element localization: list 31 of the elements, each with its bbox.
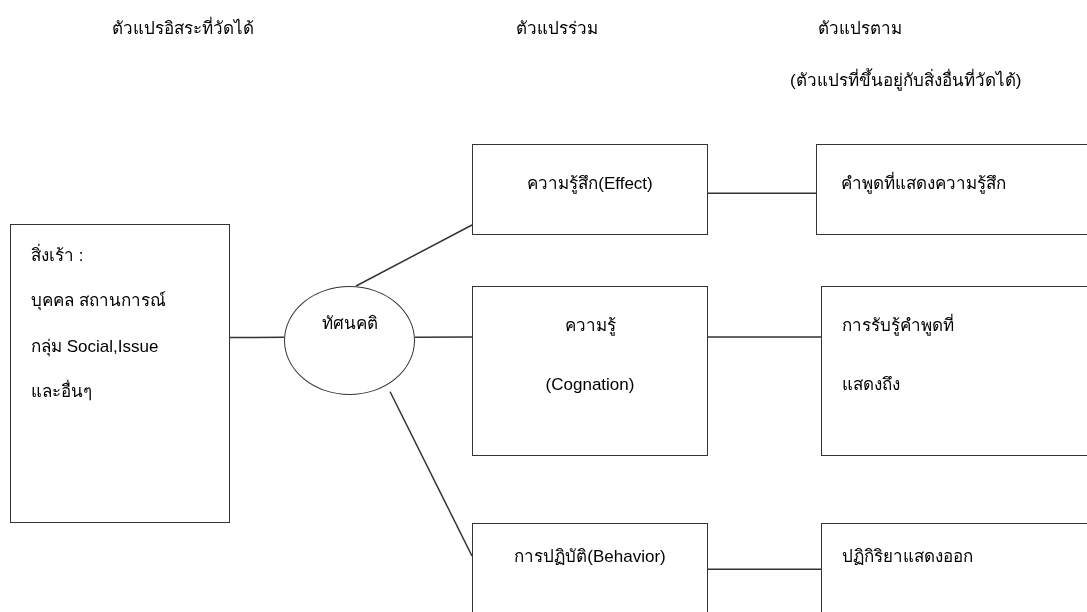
variable-box bbox=[472, 523, 708, 612]
node-text: กลุ่ม Social,Issue bbox=[31, 335, 159, 357]
connector-line bbox=[707, 568, 822, 570]
node-text: บุคคล สถานการณ์ bbox=[31, 290, 166, 312]
variable-box bbox=[472, 144, 708, 235]
variable-box bbox=[821, 523, 1087, 612]
variable-box bbox=[10, 224, 230, 523]
column-heading: ตัวแปรตาม bbox=[818, 18, 902, 40]
node-text: การปฏิบัติ(Behavior) bbox=[514, 546, 666, 568]
column-heading: (ตัวแปรที่ขึ้นอยู่กับสิ่งอื่นที่วัดได้) bbox=[790, 68, 1022, 94]
node-text: และอื่นๆ bbox=[31, 380, 92, 402]
connector-line bbox=[355, 224, 473, 287]
variable-box bbox=[472, 286, 708, 456]
connector-line bbox=[707, 192, 817, 194]
node-text: ปฏิกิริยาแสดงออก bbox=[842, 546, 973, 568]
node-text: การรับรู้คำพูดที่ bbox=[842, 315, 954, 337]
node-text: สิ่งเร้า : bbox=[31, 245, 84, 267]
node-text: ความรู้ bbox=[564, 315, 616, 337]
connector-line bbox=[707, 336, 822, 338]
column-heading: ตัวแปรอิสระที่วัดได้ bbox=[112, 16, 254, 42]
connector-line bbox=[414, 336, 473, 338]
connector-line bbox=[389, 391, 473, 557]
connector-line bbox=[229, 336, 285, 339]
variable-box bbox=[816, 144, 1087, 235]
variable-box bbox=[821, 286, 1087, 456]
node-text: (Cognation) bbox=[545, 374, 635, 396]
node-text: คำพูดที่แสดงความรู้สึก bbox=[841, 173, 1006, 195]
node-text: แสดงถึง bbox=[842, 374, 900, 396]
node-text: ความรู้สึก(Effect) bbox=[527, 173, 653, 195]
node-text: ทัศนคติ bbox=[321, 313, 378, 335]
column-heading: ตัวแปรร่วม bbox=[516, 18, 598, 40]
